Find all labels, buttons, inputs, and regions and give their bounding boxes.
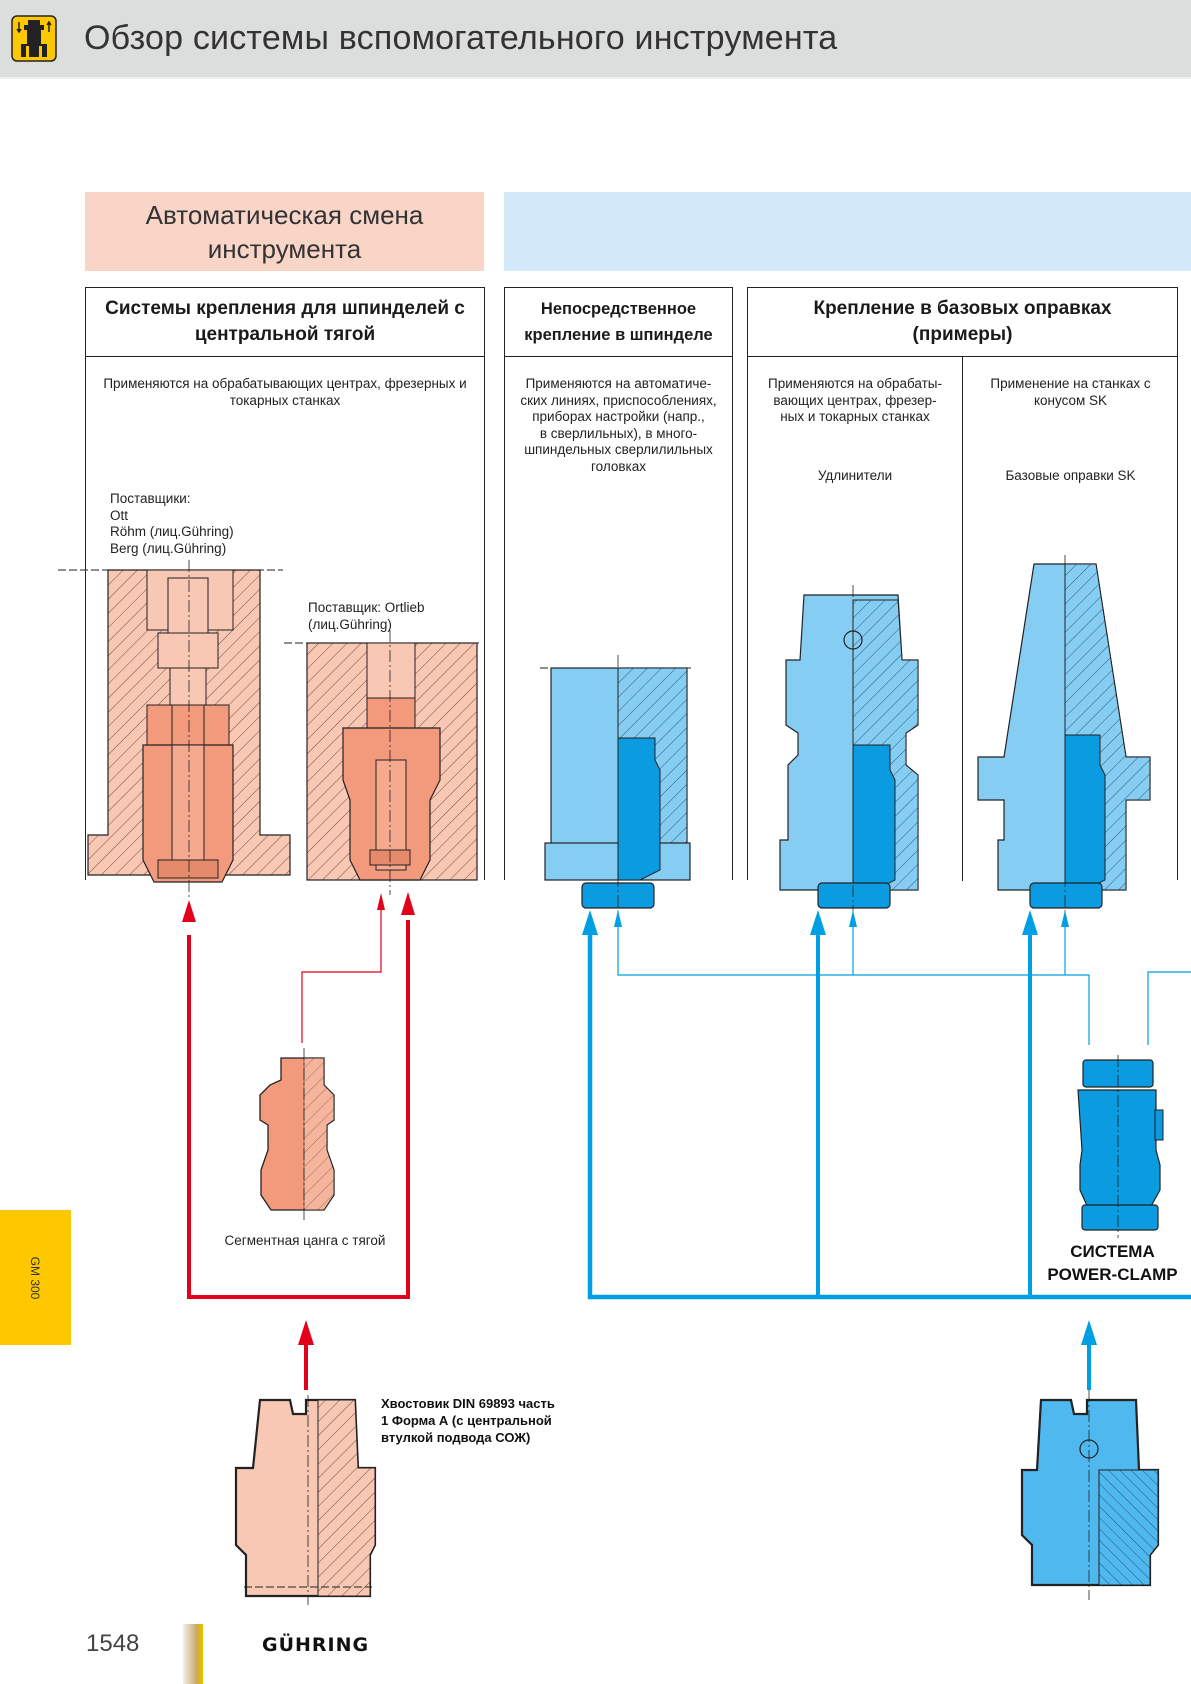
- panel-description: Применяются на автоматиче- ских линиях, …: [520, 376, 717, 474]
- arrow-up-icon: [1081, 1320, 1097, 1345]
- footer-accent-bar: [183, 1624, 203, 1684]
- header-bar: [0, 0, 1191, 77]
- sk-description: Применение на станках с конусом SK: [990, 376, 1151, 408]
- segment-collet-label: Сегментная цанга с тягой: [224, 1233, 386, 1248]
- extensions-label: Удлинители: [817, 468, 893, 483]
- arrow-up-icon: [849, 910, 857, 927]
- red-flow: [182, 892, 415, 1390]
- suppliers-list: Поставщики: Ott Röhm (лиц.Gühring) Berg …: [110, 491, 234, 556]
- arrow-up-icon: [377, 893, 385, 910]
- automatic-tool-change-banner: Автоматическая смена инструмента: [85, 192, 484, 271]
- panel-direct-spindle: Непосредственное крепление в шпинделе Пр…: [504, 287, 733, 880]
- page-number: 1548: [86, 1630, 140, 1657]
- header-divider: [0, 77, 1191, 79]
- spindle-drawing-1: [58, 560, 291, 900]
- supplier-ortlieb: Поставщик: Ortlieb (лиц.Gühring): [308, 600, 425, 632]
- shank-label: Хвостовик DIN 69893 часть 1 Форма А (с ц…: [381, 1396, 555, 1445]
- hsk-shank-blue-drawing: [1020, 1390, 1160, 1600]
- extension-drawing: [779, 585, 919, 920]
- panel-title: Крепление в базовых оправках (примеры): [748, 288, 1177, 357]
- arrow-up-icon: [182, 900, 196, 922]
- arrow-up-icon: [614, 910, 622, 927]
- blue-banner: [504, 192, 1191, 271]
- arrow-up-icon: [810, 910, 826, 935]
- extensions-description: Применяются на обрабаты- вающих центрах,…: [768, 376, 942, 424]
- arrow-up-icon: [582, 910, 598, 935]
- arrow-up-icon: [298, 1320, 314, 1345]
- page-title: Обзор системы вспомогательного инструмен…: [84, 19, 838, 57]
- arrow-up-icon: [1022, 910, 1038, 935]
- power-clamp-label: СИСТЕМА POWER-CLAMP: [1047, 1242, 1178, 1284]
- panel-description: Применяются на обрабатывающих центрах, ф…: [103, 376, 467, 408]
- sk-label: Базовые оправки SK: [1005, 468, 1136, 483]
- panel-central-drawbar: Системы крепления для шпинделей с центра…: [85, 287, 485, 880]
- section-tab-label: GM 300: [28, 1256, 42, 1300]
- spindle-drawing-2: [284, 630, 480, 895]
- column-divider: [962, 356, 964, 881]
- segment-collet-drawing: [259, 1048, 335, 1222]
- panel-title: Системы крепления для шпинделей с центра…: [86, 288, 484, 357]
- power-clamp-drawing: [1077, 1055, 1164, 1238]
- brand-logo: GÜHRING: [262, 1634, 370, 1656]
- blue-flow: [582, 910, 1191, 1390]
- direct-mount-drawing: [540, 655, 694, 920]
- section-tab: [0, 1210, 71, 1345]
- tool-holder-icon: [11, 15, 57, 62]
- arrow-up-icon: [1061, 910, 1069, 927]
- sk-holder-drawing: [977, 555, 1151, 920]
- arrow-up-icon: [401, 892, 415, 915]
- panel-base-holders: Крепление в базовых оправках (примеры) П…: [747, 287, 1178, 881]
- hsk-shank-pink-drawing: [234, 1395, 377, 1605]
- panel-title: Непосредственное крепление в шпинделе: [505, 288, 732, 357]
